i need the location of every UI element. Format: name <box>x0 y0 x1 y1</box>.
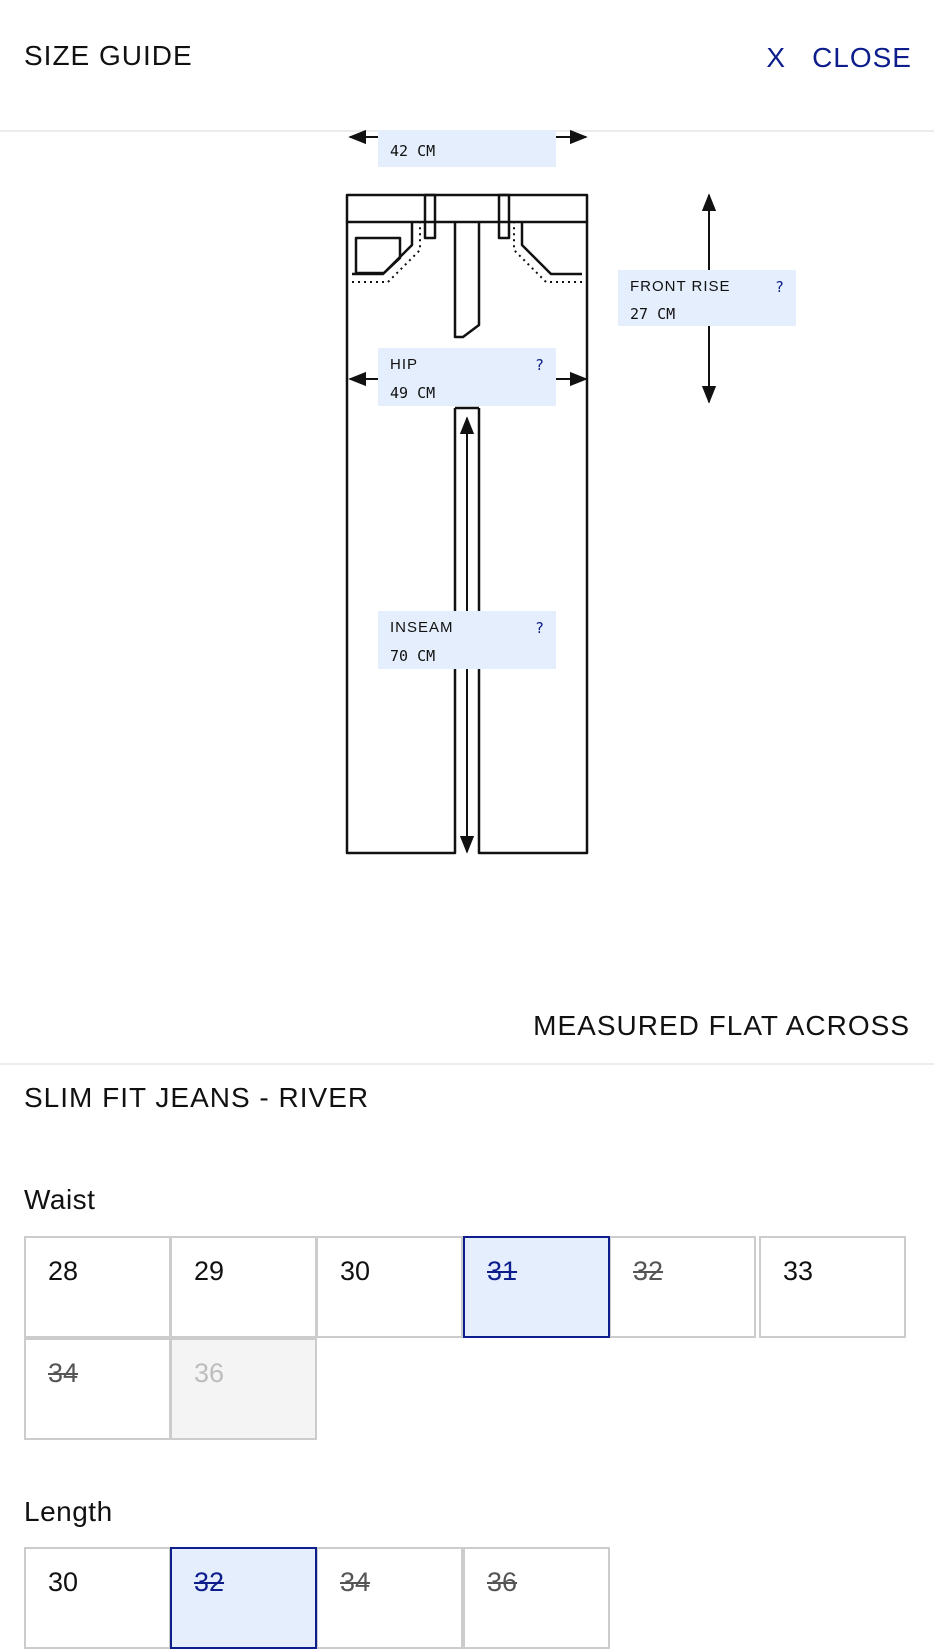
section-divider <box>0 1063 934 1065</box>
waist-option-label: 29 <box>194 1256 225 1286</box>
waist-option-label: 31 <box>487 1256 518 1286</box>
waist-measurement-label: 42 CM <box>378 130 556 167</box>
length-section-label: Length <box>24 1496 113 1527</box>
jeans-illustration <box>345 130 717 855</box>
inseam-measurement-label: INSEAM ? 70 CM <box>378 611 556 669</box>
length-option-34[interactable]: 34 <box>316 1547 463 1649</box>
page-title: SIZE GUIDE <box>24 40 193 71</box>
waist-option-30[interactable]: 30 <box>316 1236 463 1338</box>
hip-value: 49 CM <box>390 384 436 402</box>
hip-help-button[interactable]: ? <box>534 356 544 374</box>
waist-option-31-selected[interactable]: 31 <box>463 1236 610 1338</box>
waist-option-32[interactable]: 32 <box>609 1236 756 1338</box>
close-label: CLOSE <box>812 42 912 73</box>
length-option-36[interactable]: 36 <box>463 1547 610 1649</box>
waist-option-label: 32 <box>633 1256 664 1286</box>
waist-measurement-value: 42 CM <box>390 142 436 160</box>
waist-section-label: Waist <box>24 1184 96 1215</box>
close-button[interactable]: X CLOSE <box>766 42 912 74</box>
close-icon: X <box>766 42 787 73</box>
front-rise-measurement-label: FRONT RISE ? 27 CM <box>618 270 796 326</box>
length-option-30[interactable]: 30 <box>24 1547 171 1649</box>
front-rise-value: 27 CM <box>630 305 676 323</box>
waist-option-34[interactable]: 34 <box>24 1338 171 1440</box>
length-option-label: 36 <box>487 1567 518 1597</box>
product-name: SLIM FIT JEANS - RIVER <box>24 1082 370 1113</box>
hip-label: HIP <box>390 356 419 373</box>
waist-option-29[interactable]: 29 <box>170 1236 317 1338</box>
waist-option-label: 33 <box>783 1256 814 1286</box>
jeans-measurement-diagram: 42 CM FRONT RISE ? 27 CM HIP ? 49 CM INS… <box>0 130 934 960</box>
waist-option-33[interactable]: 33 <box>759 1236 906 1338</box>
waist-option-label: 36 <box>194 1358 225 1388</box>
length-option-32-selected[interactable]: 32 <box>170 1547 317 1649</box>
inseam-help-button[interactable]: ? <box>534 619 544 637</box>
length-option-label: 30 <box>48 1567 79 1597</box>
size-guide-header: SIZE GUIDE X CLOSE <box>0 0 934 132</box>
waist-option-label: 28 <box>48 1256 79 1286</box>
waist-option-label: 34 <box>48 1358 79 1388</box>
inseam-label: INSEAM <box>390 619 454 636</box>
length-option-label: 32 <box>194 1567 225 1597</box>
hip-measurement-label: HIP ? 49 CM <box>378 348 556 406</box>
measured-flat-note: MEASURED FLAT ACROSS <box>533 1010 910 1041</box>
waist-option-28[interactable]: 28 <box>24 1236 171 1338</box>
front-rise-help-button[interactable]: ? <box>774 278 784 296</box>
waist-option-36: 36 <box>170 1338 317 1440</box>
waist-option-label: 30 <box>340 1256 371 1286</box>
length-option-label: 34 <box>340 1567 371 1597</box>
inseam-value: 70 CM <box>390 647 436 665</box>
front-rise-label: FRONT RISE <box>630 278 731 295</box>
